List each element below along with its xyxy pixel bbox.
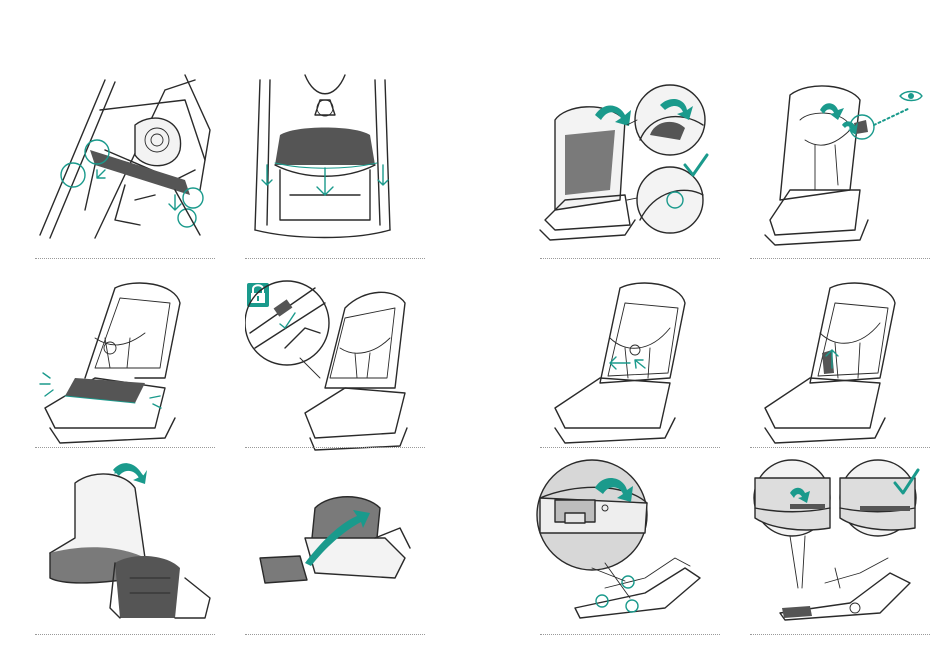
seat-frame-icon [235, 70, 415, 245]
arrow-down-icon [317, 168, 333, 195]
arrow-down-icon [97, 170, 105, 178]
step-panel-left-1 [35, 70, 215, 245]
curved-arrow-icon [820, 103, 844, 120]
step-panel-right-1 [535, 80, 715, 255]
separator [245, 634, 425, 635]
seat-frame-icon [35, 70, 215, 245]
seat-base-icon [535, 458, 715, 633]
separator [540, 634, 720, 635]
step-panel-left-2 [235, 70, 415, 245]
zoom-circle-icon [637, 167, 703, 233]
step-panel-right-2 [750, 80, 930, 255]
separator [540, 447, 720, 448]
separator [750, 258, 930, 259]
arrow-down-icon [280, 313, 295, 328]
step-panel-right-4 [750, 278, 930, 453]
step-panel-left-4 [245, 278, 425, 453]
seat-frame-icon [35, 278, 215, 453]
harness-icon [805, 130, 850, 190]
separator [540, 258, 720, 259]
seat-fabric-icon [35, 458, 215, 633]
step-panel-right-3 [540, 278, 720, 453]
harness-icon [95, 333, 145, 368]
seat-frame-icon [750, 80, 930, 255]
insert-pad-icon [260, 556, 307, 583]
step-panel-right-5 [535, 458, 715, 633]
separator [245, 447, 425, 448]
seat-base-icon [750, 458, 930, 633]
step-panel-left-6 [245, 458, 425, 633]
separator [245, 258, 425, 259]
seat-fabric-icon [535, 80, 715, 255]
separator [35, 447, 215, 448]
seat-frame-icon [245, 278, 425, 453]
zoom-circle-icon [245, 281, 329, 365]
seat-frame-icon [750, 278, 930, 453]
seat-frame-icon [540, 278, 720, 453]
step-panel-left-5 [35, 458, 215, 633]
separator [35, 634, 215, 635]
harness-icon [610, 328, 670, 378]
separator [35, 258, 215, 259]
separator [750, 447, 930, 448]
step-panel-right-6 [750, 458, 930, 633]
seat-fabric-icon [245, 458, 425, 633]
step-panel-left-3 [35, 278, 215, 453]
separator [750, 634, 930, 635]
